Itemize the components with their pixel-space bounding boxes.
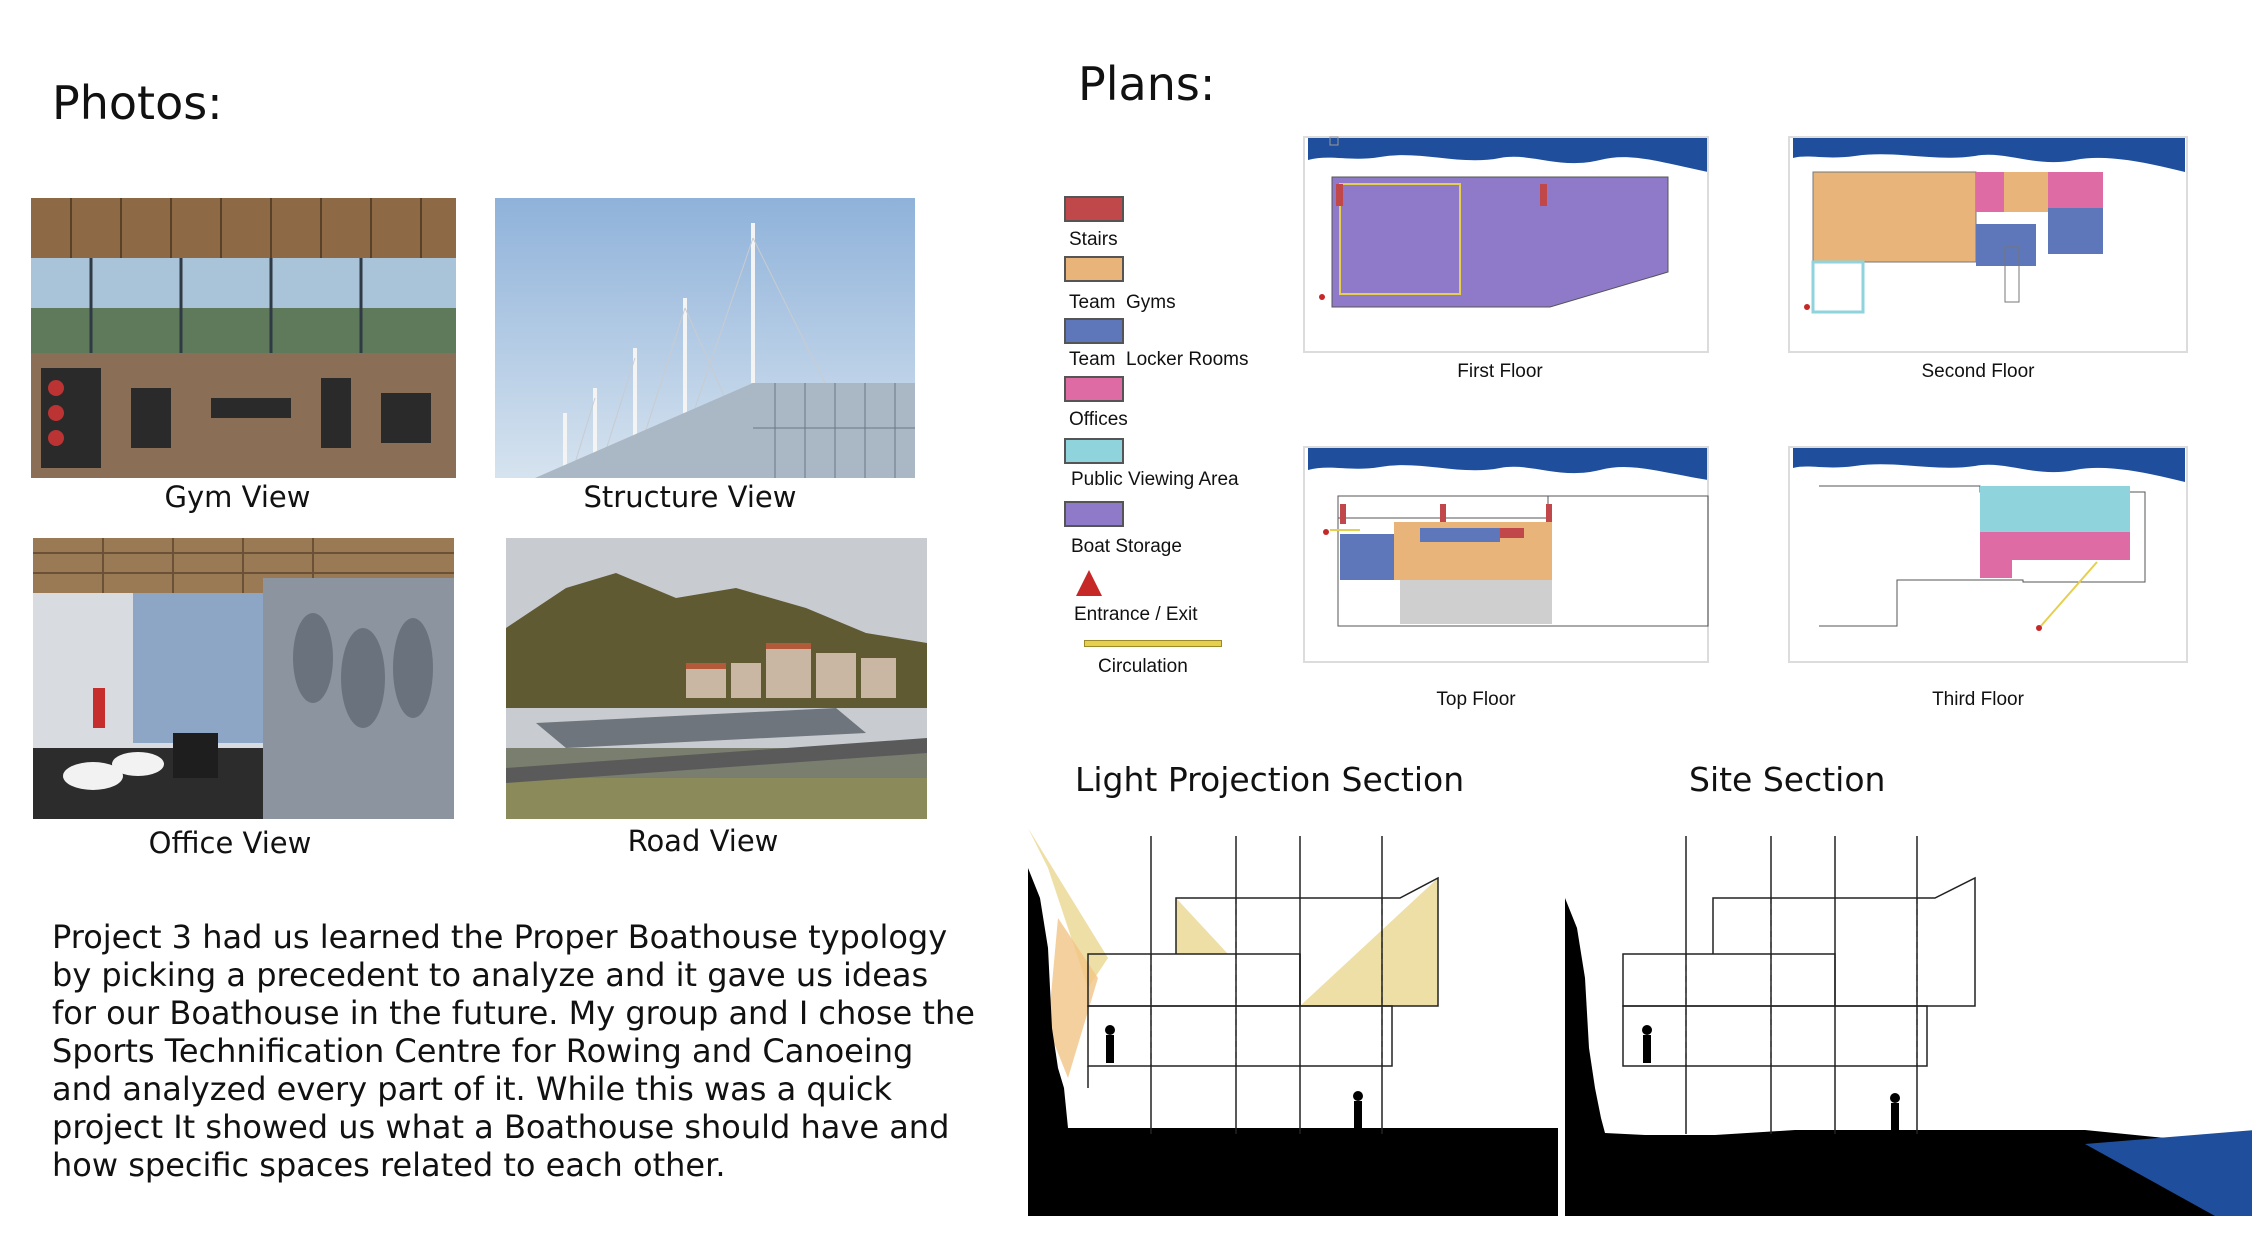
- road-photo: [506, 538, 927, 819]
- gym-photo: [31, 198, 456, 478]
- legend-swatch-locker-rooms: [1064, 318, 1124, 344]
- circulation-line-icon: [1084, 640, 1222, 647]
- legend-label-entrance: Entrance / Exit: [1074, 604, 1198, 625]
- legend-label-offices: Offices: [1069, 409, 1128, 430]
- second-floor-plan: [1788, 136, 2188, 353]
- structure-photo: [495, 198, 915, 478]
- first-floor-plan: [1303, 136, 1709, 353]
- office-photo: [33, 538, 454, 819]
- legend-swatch-public-viewing: [1064, 438, 1124, 464]
- legend-label-circulation: Circulation: [1098, 656, 1188, 677]
- office-caption: Office View: [148, 826, 312, 860]
- legend-label-public-viewing: Public Viewing Area: [1071, 469, 1239, 490]
- structure-caption: Structure View: [583, 480, 797, 514]
- top-floor-plan: [1303, 446, 1709, 663]
- legend-label-boat-storage: Boat Storage: [1071, 536, 1182, 557]
- legend-label-stairs: Stairs: [1069, 229, 1118, 250]
- top-floor-label: Top Floor: [1436, 689, 1516, 710]
- legend-label-team-gyms: Team Gyms: [1069, 292, 1176, 313]
- second-floor-label: Second Floor: [1921, 361, 2035, 382]
- project-description: Project 3 had us learned the Proper Boat…: [52, 918, 975, 1184]
- road-caption: Road View: [627, 824, 779, 858]
- legend-swatch-team-gyms: [1064, 256, 1124, 282]
- light-projection-section: [1028, 828, 1558, 1216]
- site-section-title: Site Section: [1689, 760, 1886, 799]
- photos-heading: Photos:: [52, 76, 223, 130]
- gym-caption: Gym View: [164, 480, 311, 514]
- site-section: [1565, 836, 2252, 1216]
- legend-label-locker-rooms: Team Locker Rooms: [1069, 349, 1249, 370]
- light-section-title: Light Projection Section: [1075, 760, 1465, 799]
- legend-swatch-stairs: [1064, 196, 1124, 222]
- legend-swatch-offices: [1064, 376, 1124, 402]
- legend: Stairs Team Gyms Team Locker Rooms Offic…: [1062, 196, 1282, 677]
- third-floor-label: Third Floor: [1932, 689, 2024, 710]
- entrance-triangle-icon: [1076, 570, 1102, 596]
- third-floor-plan: [1788, 446, 2188, 663]
- legend-swatch-boat-storage: [1064, 501, 1124, 527]
- plans-heading: Plans:: [1078, 57, 1216, 111]
- first-floor-label: First Floor: [1457, 361, 1543, 382]
